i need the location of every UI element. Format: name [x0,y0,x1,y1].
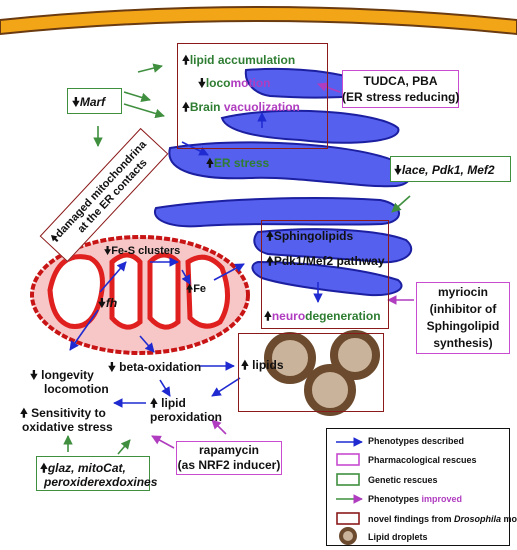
endoplasmic-reticulum [153,67,413,296]
lipid-accumulation-label: 🠝lipid accumulation [182,53,296,67]
tudca-pba-box [342,70,459,108]
pharma-rescue-arrows [151,82,414,449]
longevity-label: 🠟 longevity [30,368,94,382]
sphingolipid-box [261,220,389,329]
neurodegeneration-label: 🠝neurodegeneration [264,309,381,323]
glaz-line2: peroxiderexdoxines [44,475,158,489]
myriocin-line3: Sphingolipid [426,319,500,333]
rapamycin-line2: (as NRF2 inducer) [177,458,281,472]
locomotion-label: 🠟locomotion [198,76,271,90]
fe-label: 🠝Fe [186,283,207,295]
lace-label: 🠟lace, Pdk1, Mef2 [394,163,495,177]
legend-item-lipid-droplets: Lipid droplets [368,532,428,542]
oxidative-stress-label: oxidative stress [22,420,113,434]
lipid-peroxidation-label: 🠝 lipid [150,396,186,410]
marf-box [67,88,122,114]
myriocin-box [416,282,510,354]
pdk1-pathway-label: 🠝Pdk1/Mef2 pathway [266,254,385,268]
glaz-line1: 🠝glaz, mitoCat, [40,461,126,475]
rapamycin-line1: rapamycin [198,443,260,457]
legend-item-phenotypes-improved: Phenotypes improved [368,494,463,504]
rapamycin-box [176,441,282,475]
lipids-box [238,333,384,412]
legend-item-phenotypes-described: Phenotypes described [368,436,465,446]
myriocin-line4: synthesis) [433,336,493,350]
genetic-rescue-arrows [63,63,411,455]
sensitivity-label: 🠝 Sensitivity to [20,406,106,420]
marf-label: 🠟Marf [72,95,106,109]
cell-membrane [0,6,517,36]
lipids-label: 🠝 lipids [241,358,284,372]
fe-s-clusters-label: 🠟Fe-S clusters [104,245,181,257]
legend-box [326,428,510,546]
myriocin-line2: (inhibitor of [429,302,497,316]
er-stress-label: 🠝ER stress [206,156,270,170]
legend-item-genetic: Genetic rescues [368,475,438,485]
mitochondrion [30,235,250,355]
locomotion-phenotype-label: locomotion [44,382,109,396]
legend-glyphs [336,437,363,545]
sphingolipids-label: 🠝Sphingolipids [266,229,354,243]
tudca-line1: TUDCA, PBA [363,74,438,88]
peroxidation-label: peroxidation [150,410,223,424]
lipid-droplets [264,330,380,416]
brain-vacuolization-label: 🠝Brain vacuolization [182,100,300,114]
lace-pdk1-mef2-box [390,156,511,182]
legend-item-novel-findings: novel findings from Drosophila models [368,514,517,524]
fh-label: 🠟fh [98,296,118,310]
myriocin-line1: myriocin [437,285,488,299]
novel-phenotype-box [177,43,328,149]
beta-oxidation-label: 🠟 beta-oxidation [108,360,202,374]
glaz-box [36,456,150,491]
tudca-line2: (ER stress reducing) [342,90,460,104]
legend-item-pharmacological: Pharmacological rescues [368,455,477,465]
